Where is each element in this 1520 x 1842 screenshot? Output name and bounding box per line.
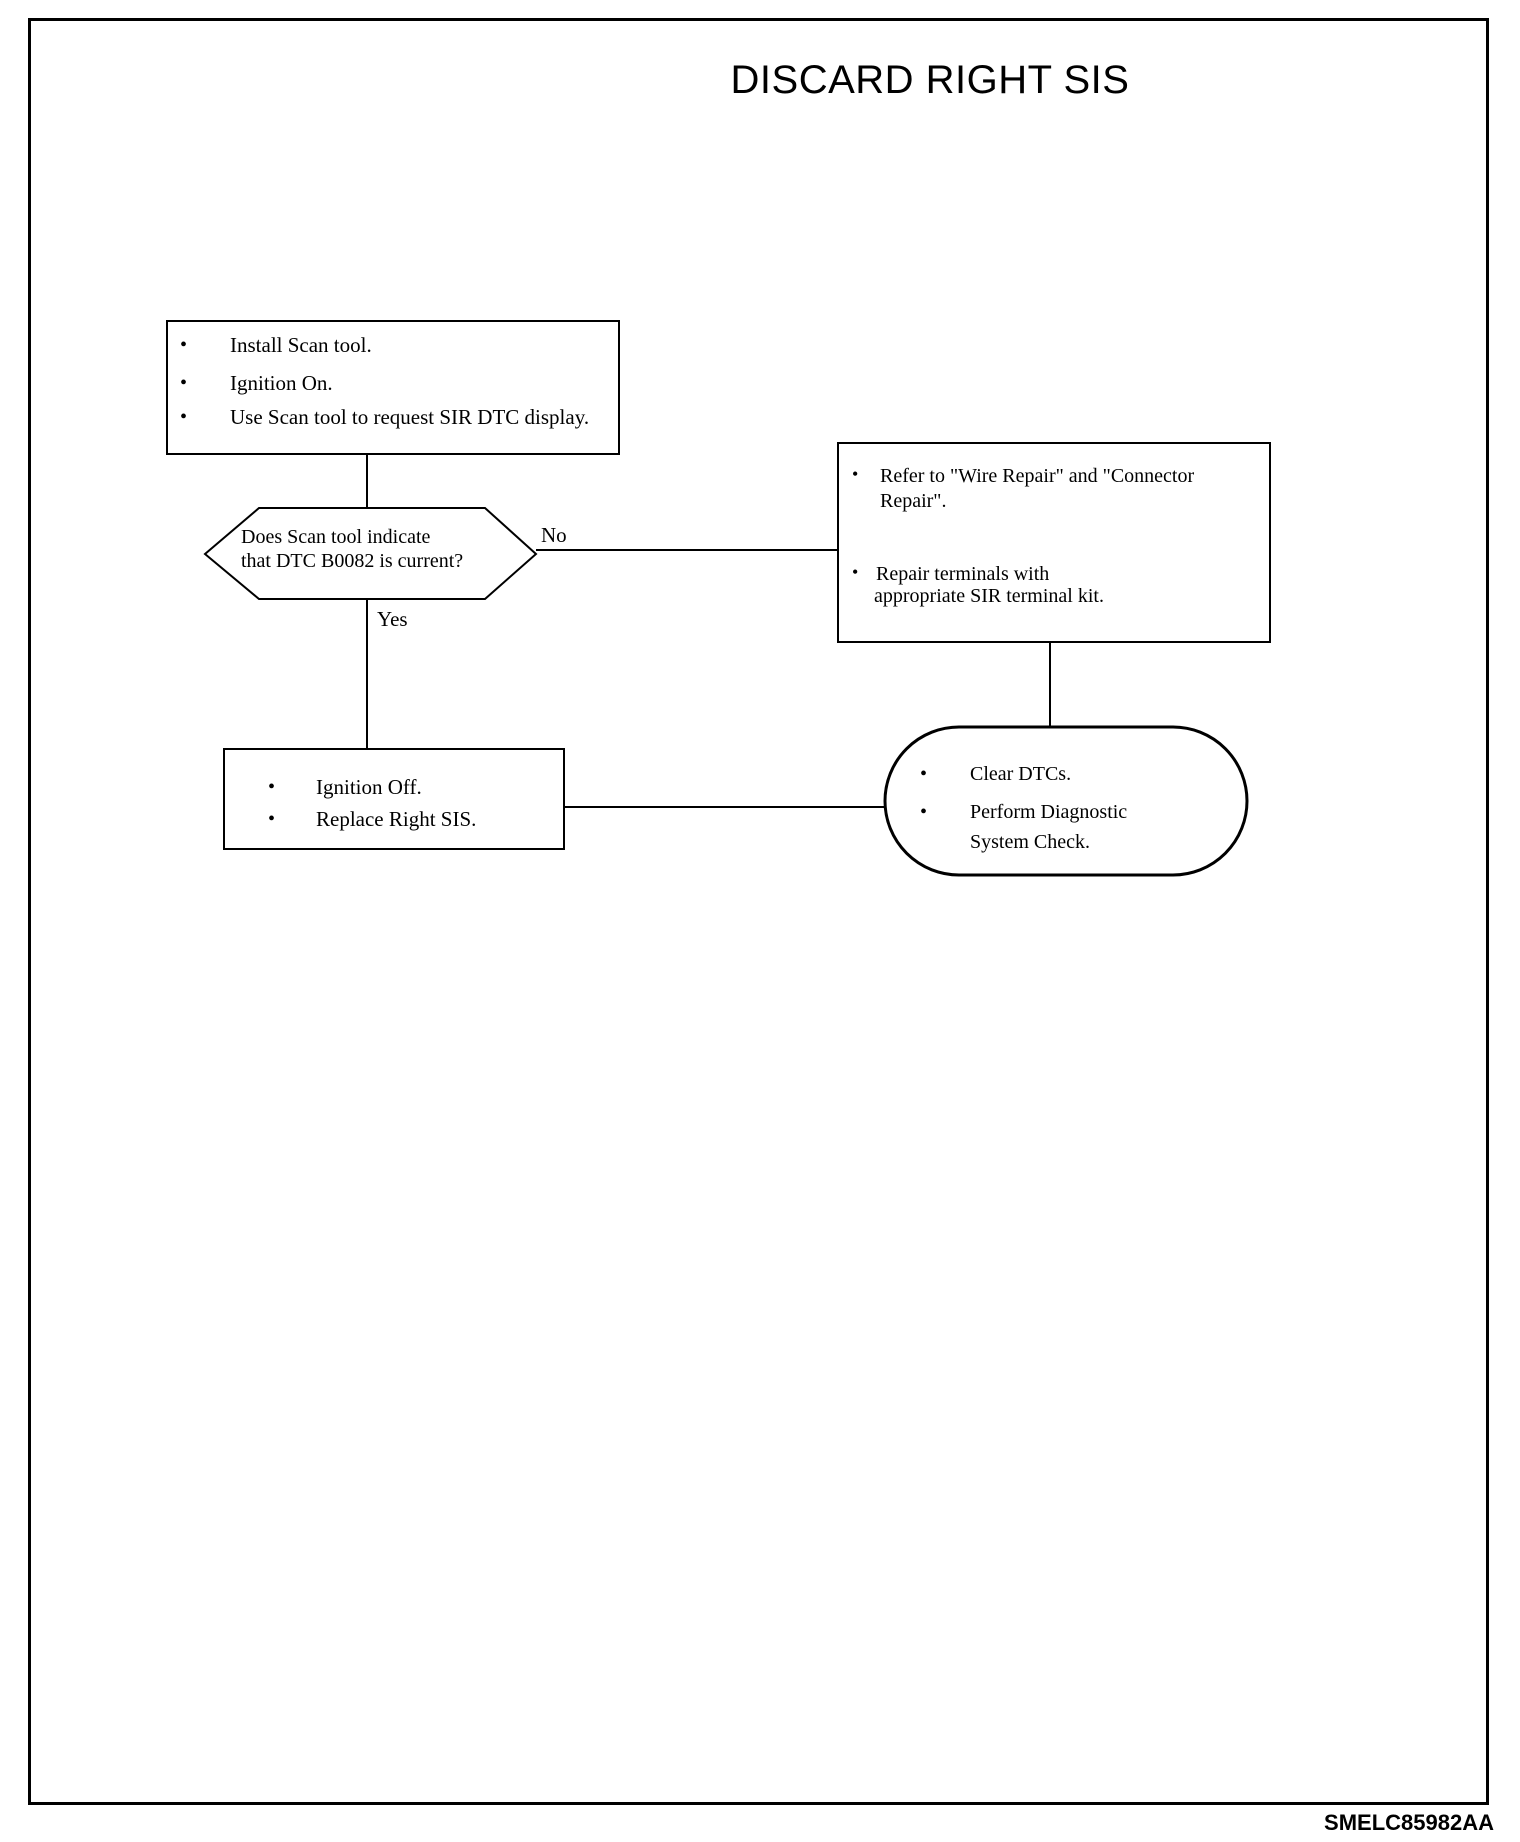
bullet-icon: • (180, 334, 188, 356)
bullet-icon: • (920, 801, 928, 823)
start-box-content: • Install Scan tool. • Ignition On. • Us… (178, 333, 618, 439)
repair-item-2: • Repair terminals with appropriate SIR … (852, 562, 1262, 612)
decision-line-1: Does Scan tool indicate (241, 526, 431, 548)
bullet-icon: • (180, 406, 188, 428)
bullet-icon: • (268, 776, 276, 798)
replace-box-content: • Ignition Off. • Replace Right SIS. (268, 775, 558, 839)
repair-box (837, 442, 1271, 643)
end-terminator (883, 725, 1249, 877)
repair-box-content: • Refer to "Wire Repair" and "Connector … (852, 464, 1262, 612)
start-item-1: • Install Scan tool. (178, 333, 618, 371)
bullet-icon: • (268, 808, 276, 830)
replace-item-text: Replace Right SIS. (316, 807, 477, 831)
start-box (166, 320, 620, 455)
replace-item-text: Ignition Off. (316, 775, 422, 799)
repair-item-1: • Refer to "Wire Repair" and "Connector … (852, 464, 1262, 562)
bullet-icon: • (852, 562, 859, 582)
start-item-text: Install Scan tool. (230, 333, 372, 357)
replace-box (223, 748, 565, 850)
repair-item-2-line-2: appropriate SIR terminal kit. (874, 585, 1104, 607)
bullet-icon: • (920, 763, 928, 785)
start-item-3: • Use Scan tool to request SIR DTC displ… (178, 405, 618, 439)
replace-item-1: • Ignition Off. (268, 775, 558, 807)
end-item-1-text: Clear DTCs. (970, 763, 1072, 785)
figure-code: SMELC85982AA (1324, 1810, 1494, 1835)
end-item-1: • Clear DTCs. (920, 762, 1220, 800)
end-item-2-line-2: System Check. (970, 831, 1090, 853)
repair-item-1-line-2: Repair". (880, 490, 947, 512)
end-item-2: • Perform Diagnostic System Check. (920, 800, 1220, 860)
start-item-text: Ignition On. (230, 371, 333, 395)
decision-hexagon (203, 507, 538, 600)
end-terminator-content: • Clear DTCs. • Perform Diagnostic Syste… (920, 762, 1220, 860)
page-title: DISCARD RIGHT SIS (0, 58, 1520, 103)
bullet-icon: • (852, 464, 859, 484)
start-item-text: Use Scan tool to request SIR DTC display… (230, 405, 590, 429)
start-item-2: • Ignition On. (178, 371, 618, 405)
bullet-icon: • (180, 372, 188, 394)
yes-label: Yes (377, 607, 408, 631)
end-item-2-line-1: Perform Diagnostic (970, 801, 1128, 823)
no-label: No (541, 523, 567, 547)
title-text: DISCARD RIGHT SIS (730, 58, 1130, 102)
replace-item-2: • Replace Right SIS. (268, 807, 558, 839)
decision-text: Does Scan tool indicate that DTC B0082 i… (241, 525, 531, 573)
repair-item-2-line-1: Repair terminals with (876, 563, 1050, 585)
page-border (28, 18, 1489, 1805)
repair-item-1-line-1: Refer to "Wire Repair" and "Connector (880, 465, 1195, 487)
decision-line-2: that DTC B0082 is current? (241, 550, 464, 572)
